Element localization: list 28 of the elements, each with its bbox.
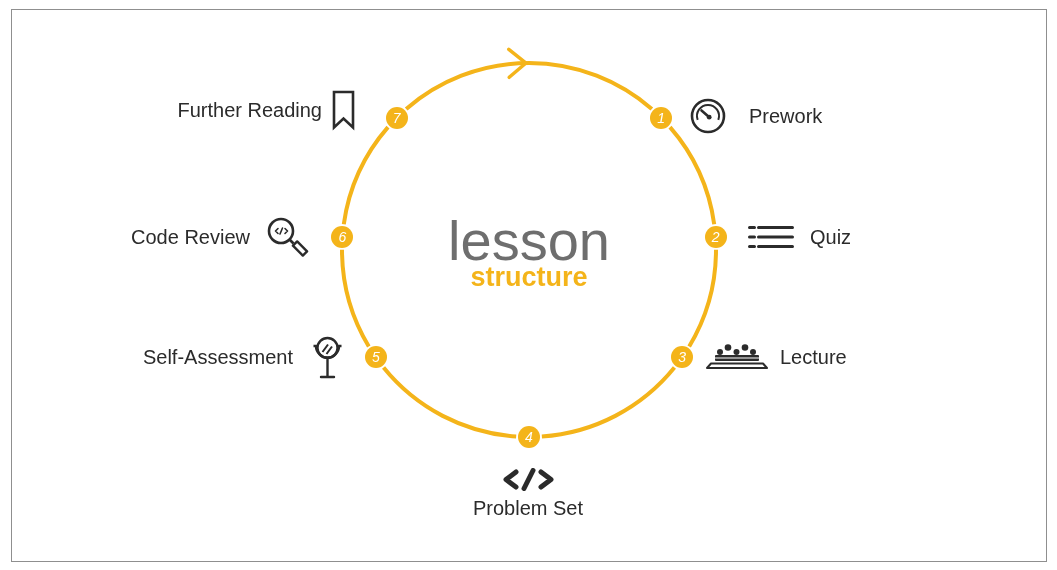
step-number: 7: [392, 110, 401, 125]
step-label: Further Reading: [177, 98, 322, 122]
connector-arc: [340, 249, 371, 348]
step-label: Self-Assessment: [142, 345, 293, 369]
step-number: 5: [371, 350, 380, 365]
step-circle: [518, 426, 540, 448]
connector-arc: [382, 366, 517, 439]
connector-arc: [341, 125, 390, 225]
step-circle: [671, 346, 694, 369]
step-circle: [704, 225, 727, 248]
step-number: 1: [657, 110, 666, 125]
subheading-text: structure: [470, 264, 588, 291]
step-number: 2: [711, 229, 720, 244]
step-label: Problem Set: [472, 496, 584, 520]
connector-arc: [668, 125, 717, 225]
step-label: Lecture: [780, 345, 847, 369]
step-label: Code Review: [131, 225, 250, 249]
step-number: 4: [525, 430, 533, 444]
step-circle: [385, 106, 408, 129]
step-number: 6: [338, 229, 347, 244]
step-circle: [364, 346, 387, 369]
step-label: Quiz: [810, 225, 852, 249]
connector-arc: [541, 366, 676, 439]
step-number: 3: [678, 350, 687, 365]
step-circle: [331, 225, 354, 248]
step-circle: [650, 106, 673, 129]
connector-arc: [687, 249, 718, 348]
step-label: Prework: [749, 104, 823, 128]
